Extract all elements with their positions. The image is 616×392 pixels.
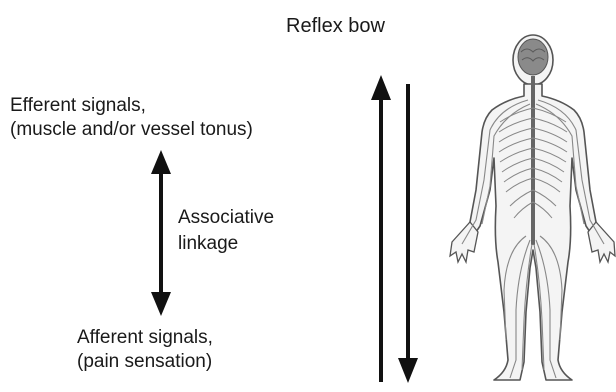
afferent-down-arrow [398, 84, 418, 383]
left-hand [450, 222, 478, 262]
efferent-up-arrow [371, 75, 391, 382]
right-hand [588, 222, 615, 262]
brain-icon [518, 39, 548, 75]
associative-double-arrow [151, 150, 171, 316]
human-nervous-system-figure [450, 35, 615, 380]
